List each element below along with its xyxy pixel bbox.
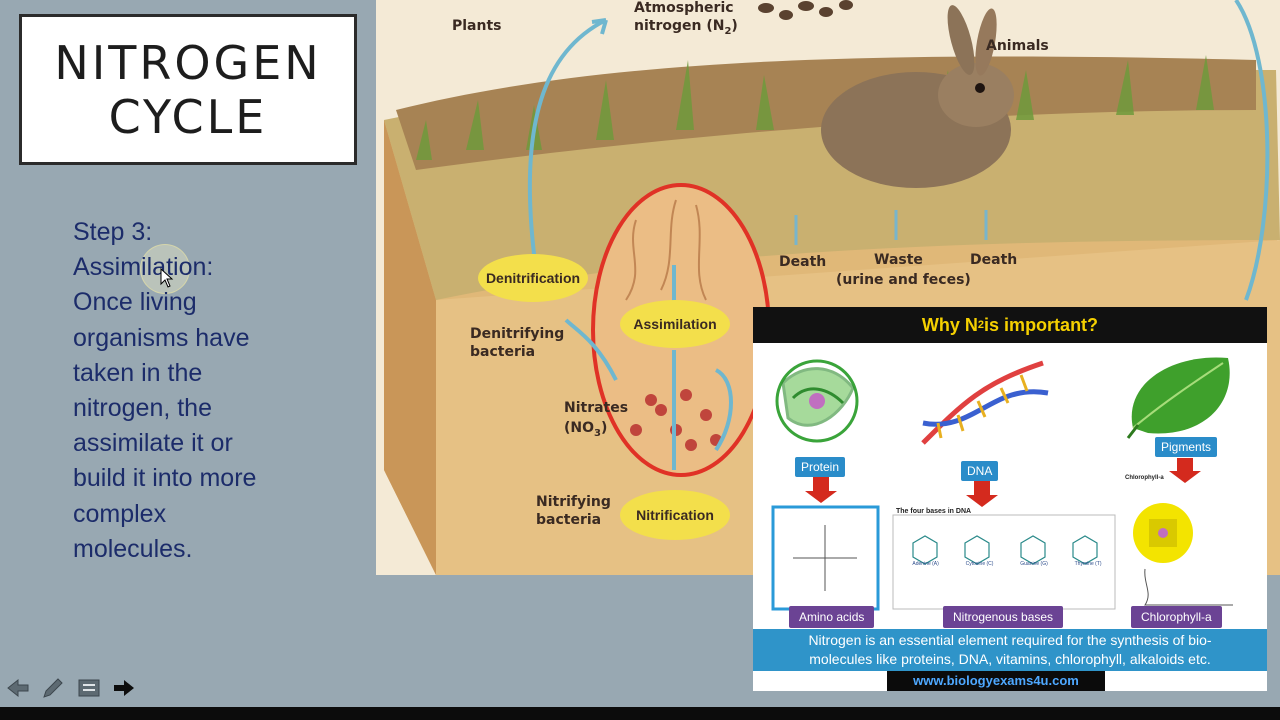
- label-atmospheric: Atmospheric: [634, 0, 734, 16]
- pen-tool-button[interactable]: [40, 675, 66, 701]
- label-plants: Plants: [452, 18, 502, 34]
- protein-label: Protein: [795, 457, 846, 477]
- body-line: molecules.: [73, 534, 193, 563]
- nitrogenous-bases-label: Nitrogenous bases: [943, 606, 1064, 628]
- footer-line-2: molecules like proteins, DNA, vitamins, …: [809, 651, 1211, 667]
- next-slide-button[interactable]: [111, 675, 137, 701]
- label-nitrifying: Nitrifying: [536, 494, 611, 510]
- body-line: taken in the: [73, 358, 203, 387]
- body-line: assimilate it or: [73, 429, 233, 458]
- title-line-2: CYCLE: [108, 89, 268, 144]
- dna-icon: [921, 360, 1049, 445]
- previous-slide-button[interactable]: [5, 675, 31, 701]
- protein-icon: [775, 359, 859, 443]
- base-name: Cytosine (C): [965, 561, 994, 567]
- amino-acids-label: Amino acids: [789, 606, 875, 628]
- footer-line-1: Nitrogen is an essential element require…: [808, 632, 1212, 648]
- title-line-1: NITROGEN: [54, 35, 322, 90]
- body-line: Step 3:: [73, 218, 153, 246]
- cursor-highlight: [140, 244, 190, 294]
- dna-label: DNA: [961, 461, 999, 481]
- pigments-label: Pigments: [1155, 437, 1218, 457]
- back-arrow-icon: [7, 678, 29, 698]
- slide-menu-button[interactable]: [76, 675, 102, 701]
- label-death-1: Death: [779, 254, 827, 270]
- body-line: build it into more: [73, 464, 257, 493]
- assimilation-oval: Assimilation: [620, 300, 730, 348]
- mouse-cursor-icon: [160, 268, 174, 288]
- label-animals: Animals: [986, 38, 1049, 54]
- label-atmospheric-n2: nitrogen (N2): [634, 18, 738, 37]
- body-line: Once living: [73, 288, 197, 317]
- website-url: www.biologyexams4u.com: [887, 671, 1105, 691]
- body-line: nitrogen, the: [73, 394, 212, 423]
- menu-icon: [78, 679, 100, 697]
- label-nitrifying-bacteria: bacteria: [536, 512, 602, 528]
- bases-structures: [912, 535, 1098, 565]
- body-text: Step 3: Assimilation: Once living organi…: [73, 215, 333, 567]
- amino-acid-structure: [793, 525, 857, 591]
- body-line: organisms have: [73, 323, 250, 352]
- label-nitrates: Nitrates: [564, 400, 629, 416]
- bottom-bar: [0, 707, 1280, 720]
- chlorophyll-a-label: Chlorophyll-a: [1131, 606, 1222, 628]
- pen-icon: [43, 678, 63, 698]
- nitrification-oval: Nitrification: [620, 490, 730, 540]
- label-denitrifying-bacteria: bacteria: [470, 344, 536, 360]
- body-line: complex: [73, 499, 167, 528]
- label-waste: Waste: [874, 252, 923, 268]
- base-name: Adenine (A): [912, 561, 939, 567]
- denitrification-oval: Denitrification: [478, 254, 588, 302]
- label-waste-detail: (urine and feces): [836, 272, 971, 288]
- label-denitrifying: Denitrifying: [470, 326, 565, 342]
- chlorophyll-caption: Chlorophyll-a: [1125, 475, 1164, 481]
- base-name: Thymine (T): [1074, 561, 1102, 567]
- forward-arrow-icon: [114, 680, 134, 696]
- chlorophyll-structure: [1133, 503, 1233, 606]
- bases-names: Adenine (A) Cytosine (C) Guanine (G) Thy…: [899, 561, 1115, 567]
- four-bases-caption: The four bases in DNA: [896, 508, 972, 515]
- leaf-icon: [1126, 357, 1230, 439]
- label-death-2: Death: [970, 252, 1018, 268]
- label-nitrates-no3: (NO3): [564, 420, 608, 439]
- body-line: Assimilation:: [73, 253, 214, 282]
- title-box: NITROGEN CYCLE: [19, 14, 357, 165]
- infobox-footer: Nitrogen is an essential element require…: [753, 629, 1267, 671]
- base-name: Guanine (G): [1020, 561, 1048, 567]
